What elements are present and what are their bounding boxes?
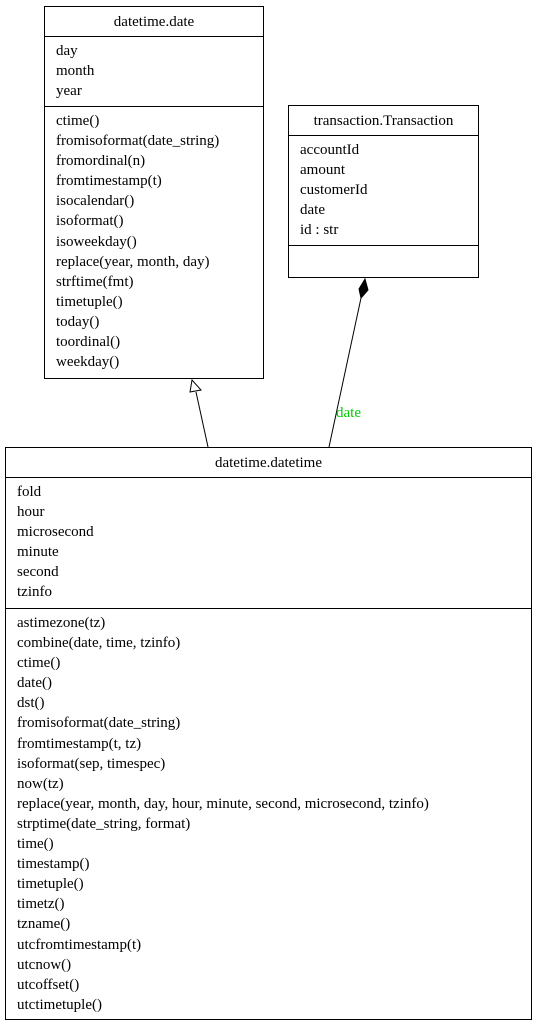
inheritance-edge (195, 391, 209, 448)
method-item: toordinal() (56, 334, 121, 351)
method-item: isoweekday() (56, 233, 137, 250)
attribute-item: tzinfo (17, 584, 52, 601)
method-item: timetuple() (17, 876, 84, 893)
method-item: combine(date, time, tzinfo) (17, 635, 181, 652)
attribute-list: accountId amount customerId date id : str (289, 136, 478, 246)
attribute-item: date (300, 202, 325, 219)
attribute-item: minute (17, 544, 59, 561)
attribute-item: accountId (300, 142, 360, 158)
attribute-item: id : str (300, 222, 339, 239)
method-list: astimezone(tz) combine(date, time, tzinfo… (6, 609, 531, 1020)
method-item: utcoffset() (17, 976, 80, 993)
method-item: strptime(date_string, format) (17, 815, 191, 832)
method-item: fromtimestamp(t, tz) (17, 735, 142, 752)
method-item: dst() (17, 695, 45, 712)
method-item: timetuple() (56, 293, 123, 310)
method-item: timestamp() (17, 856, 90, 873)
method-item: today() (56, 313, 100, 330)
attribute-item: microsecond (17, 524, 94, 541)
composition-edge (328, 297, 362, 448)
method-item: fromisoformat(date_string) (17, 715, 181, 732)
method-list (289, 246, 478, 255)
method-item: ctime() (56, 113, 100, 129)
attribute-item: hour (17, 504, 45, 521)
composition-label: date (336, 405, 361, 421)
class-title: transaction.Transaction (289, 106, 478, 136)
class-transaction-box: transaction.Transaction accountId amount c… (288, 105, 479, 278)
attribute-list: fold hour microsecond minute second tzinfo (6, 478, 531, 609)
method-item: utcfromtimestamp(t) (17, 936, 142, 953)
method-item: time() (17, 836, 54, 853)
method-list: ctime() fromisoformat(date_string)fromord… (45, 107, 263, 377)
attribute-item: fold (17, 484, 42, 500)
class-date-box: datetime.date day month year ctime() fromis… (44, 6, 264, 379)
method-item: utctimetuple() (17, 996, 102, 1013)
method-item: isocalendar() (56, 193, 135, 210)
method-item: fromtimestamp(t) (56, 173, 162, 190)
attribute-item: year (56, 83, 82, 100)
attribute-item: second (17, 564, 59, 581)
composition-diamond (358, 277, 369, 300)
class-datetime-box: datetime.datetime fold hour microsecond min… (5, 447, 532, 1020)
method-item: utcnow() (17, 956, 72, 973)
attribute-item: amount (300, 162, 345, 179)
attribute-item: day (56, 43, 78, 59)
attribute-list: day month year (45, 37, 263, 107)
method-item: strftime(fmt) (56, 273, 134, 290)
method-item: isoformat() (56, 213, 124, 230)
method-item: timetz() (17, 896, 65, 913)
method-item: weekday() (56, 354, 120, 371)
method-item: replace(year, month, day, hour, minute, … (17, 795, 429, 812)
class-title: datetime.datetime (6, 448, 531, 478)
method-item: replace(year, month, day) (56, 253, 210, 270)
method-item: isoformat(sep, timespec) (17, 755, 166, 772)
method-item: now(tz) (17, 775, 64, 792)
attribute-item: month (56, 63, 95, 80)
method-item: astimezone(tz) (17, 615, 106, 631)
method-item: tzname() (17, 916, 71, 933)
class-title: datetime.date (45, 7, 263, 37)
method-item: ctime() (17, 655, 61, 672)
inheritance-arrowhead (189, 378, 202, 393)
method-item: fromisoformat(date_string) (56, 133, 220, 150)
attribute-item: customerId (300, 182, 368, 199)
method-item: date() (17, 675, 52, 692)
method-item: fromordinal(n) (56, 153, 146, 170)
